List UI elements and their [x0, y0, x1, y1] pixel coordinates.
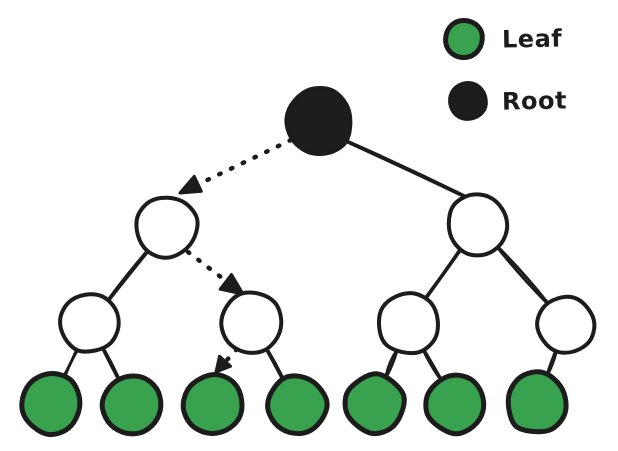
tree-node-n5 [377, 291, 440, 356]
tree-edge-n4-l4 [266, 348, 285, 379]
arrowhead-icon [214, 354, 232, 374]
dotted-edge-n4-l3 [225, 346, 240, 362]
tree-node-n1 [134, 195, 200, 260]
tree-node-l1-leaf [19, 370, 83, 438]
tree-edge-n6-l7 [547, 351, 558, 375]
tree-edge-n5-l5 [384, 351, 397, 377]
tree-node-n3 [58, 292, 121, 354]
tree-node-l3-leaf [180, 372, 245, 436]
tree-edge-root-n2 [344, 139, 468, 198]
tree-edge-n5-l6 [423, 349, 442, 379]
tree-node-l6-leaf [423, 372, 487, 437]
tree-node-l7-leaf [505, 369, 569, 435]
tree-edge-n1-n3 [108, 250, 149, 301]
tree-edge-n2-n6 [497, 247, 548, 304]
tree-edge-n2-n5 [425, 250, 462, 299]
tree-edge-n5-l5 [385, 351, 398, 377]
tree-node-l2-leaf [99, 373, 164, 437]
tree-node-root-root [284, 85, 353, 157]
tree-node-n4 [219, 290, 284, 355]
tree-node-n2 [446, 192, 510, 258]
tree-node-l4-leaf [265, 373, 330, 437]
tree-node-l5-leaf [342, 371, 407, 437]
arrowhead-icon [218, 273, 245, 296]
tree-edge-n2-n6 [498, 247, 548, 303]
dotted-edge-root-n1 [198, 137, 294, 186]
dotted-edge-n1-n4 [185, 249, 227, 282]
tree-edge-n3-l2 [103, 348, 120, 379]
arrowhead-icon [178, 174, 203, 195]
tree-edge-n3-l1 [64, 349, 79, 377]
tree-edge-root-n2 [344, 140, 468, 199]
tree-node-n6 [535, 294, 597, 355]
